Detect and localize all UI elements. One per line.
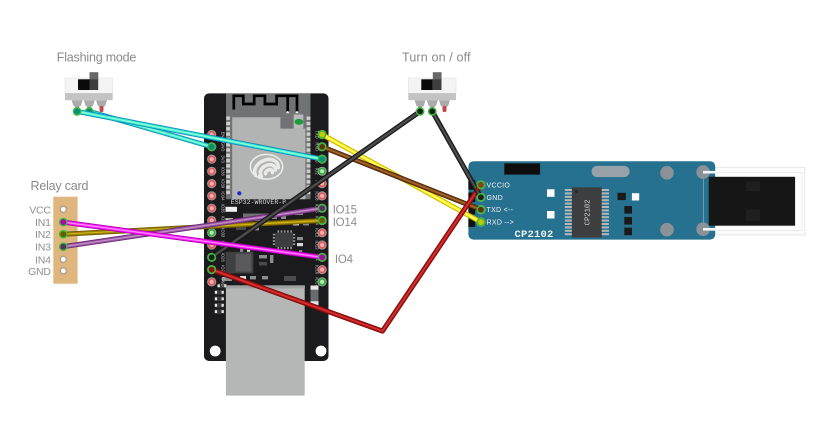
svg-text:CP2102: CP2102: [584, 199, 592, 225]
svg-text:3V3: 3V3: [221, 155, 226, 163]
svg-text:IO16: IO16: [315, 265, 320, 275]
svg-text:IO12: IO12: [315, 240, 320, 250]
svg-text:Turn on / off: Turn on / off: [402, 50, 471, 64]
svg-text:TXD <--: TXD <--: [487, 207, 514, 214]
svg-text:VCCIO: VCCIO: [487, 182, 511, 189]
svg-text:IO27: IO27: [221, 265, 226, 275]
svg-text:GND: GND: [28, 266, 51, 278]
svg-text:IO39: IO39: [221, 179, 226, 189]
svg-text:IO17: IO17: [315, 277, 320, 287]
svg-text:IO33: IO33: [221, 228, 226, 238]
svg-text:IO15: IO15: [333, 205, 357, 217]
svg-text:IO36: IO36: [221, 167, 226, 177]
svg-text:IO35: IO35: [221, 204, 226, 214]
svg-text:IO26: IO26: [221, 253, 226, 263]
svg-text:RXD -->: RXD -->: [487, 220, 515, 227]
svg-text:IO18: IO18: [315, 191, 320, 201]
svg-text:VCC: VCC: [29, 204, 51, 216]
svg-text:RXD: RXD: [315, 142, 320, 151]
svg-text:Relay card: Relay card: [31, 179, 89, 193]
svg-text:IN1: IN1: [35, 217, 51, 229]
svg-text:IO2: IO2: [315, 168, 320, 175]
svg-text:IO13: IO13: [315, 228, 320, 238]
svg-text:GND: GND: [487, 195, 503, 202]
svg-text:IO34: IO34: [221, 191, 226, 201]
svg-text:Flashing mode: Flashing mode: [57, 50, 137, 64]
svg-text:GND: GND: [221, 277, 226, 286]
svg-text:IN4: IN4: [35, 254, 51, 266]
svg-text:IN3: IN3: [35, 242, 51, 254]
svg-text:CP2102: CP2102: [515, 229, 554, 241]
svg-text:IO4: IO4: [335, 254, 354, 266]
svg-text:EN: EN: [221, 132, 226, 138]
svg-text:IN2: IN2: [35, 229, 51, 241]
svg-text:TXD: TXD: [315, 130, 320, 138]
svg-text:IO14: IO14: [333, 217, 358, 229]
svg-text:GND: GND: [221, 142, 226, 151]
svg-text:ESP32-WROVER-B: ESP32-WROVER-B: [231, 199, 286, 206]
